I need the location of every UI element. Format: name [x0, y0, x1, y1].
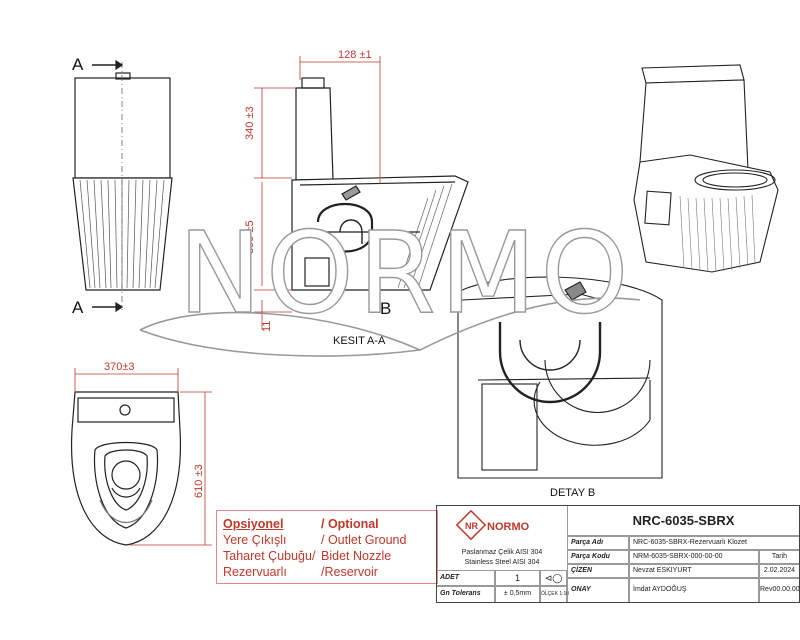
options-box: Opsiyonel / Optional Yere Çıkışlı / Outl…: [216, 510, 438, 584]
material-en: Stainless Steel AISI 304: [464, 559, 540, 566]
part-name-value: NRC-6035-SBRX-Rezervuarlı Klozet: [629, 536, 799, 550]
approved-value: İmdat AYDOĞUŞ: [629, 578, 759, 602]
detail-label: DETAY B: [550, 487, 595, 499]
tolerance-label: Gn Tolerans: [437, 586, 495, 602]
front-view: [72, 59, 173, 313]
option-row: Taharet Çubuğu/ Bidet Nozzle: [223, 549, 391, 563]
approved-label: ONAY: [567, 578, 629, 602]
material-cell: Paslanmaz Çelik AISI 304 Stainless Steel…: [437, 546, 567, 570]
projection-symbol-icon: ⊲◯: [540, 570, 567, 586]
option-tr: Yere Çıkışlı: [223, 533, 287, 547]
part-code-title: NRC-6035-SBRX: [567, 506, 799, 536]
dim-width-top: 128 ±1: [338, 49, 372, 61]
option-en: Bidet Nozzle: [321, 549, 392, 563]
logo-text: NORMO: [487, 521, 530, 533]
option-row: Yere Çıkışlı / Outlet Ground: [223, 533, 406, 547]
isometric-view: [633, 64, 779, 273]
dim-bowl-height: 399 ±5: [244, 220, 256, 254]
date-label: Tarih: [759, 550, 799, 564]
drawn-value: Nevzat ESKIYURT: [629, 564, 759, 578]
option-row: Rezervuarlı /Reservoir: [223, 565, 378, 579]
dim-plan-width: 370±3: [104, 361, 135, 373]
drawn-label: ÇİZEN: [567, 564, 629, 578]
revision-value: Rev00.00.00: [759, 578, 800, 602]
section-label: KESIT A-A: [333, 335, 386, 347]
scale-value: ÖLÇEK 1:10: [540, 586, 569, 602]
part-code-value: NRM-6035-SBRX-000-00-00: [629, 550, 759, 564]
section-mark-a-bottom: A: [72, 298, 84, 317]
detail-callout-b: B: [380, 299, 391, 318]
tolerance-value: ± 0,5mm: [495, 586, 540, 602]
dim-base-gap: 11: [261, 321, 273, 332]
logo-cell: NR NORMO: [437, 506, 567, 546]
normo-logo: NR NORMO: [455, 509, 530, 541]
material-tr: Paslanmaz Çelik AISI 304: [461, 549, 543, 556]
options-header-tr: Opsiyonel: [223, 517, 284, 531]
part-code-label: Parça Kodu: [567, 550, 629, 564]
dim-tank-height: 340 ±3: [244, 106, 256, 140]
option-tr: Taharet Çubuğu/: [223, 549, 316, 563]
option-tr: Rezervuarlı: [223, 565, 287, 579]
date-value: 2.02.2024: [759, 564, 799, 578]
plan-view: [70, 368, 212, 546]
options-header: Opsiyonel / Optional: [223, 517, 379, 531]
svg-text:NR: NR: [465, 521, 478, 531]
section-view: [254, 56, 469, 330]
title-block: NR NORMO Paslanmaz Çelik AISI 304 Stainl…: [436, 505, 800, 603]
options-header-en: / Optional: [321, 517, 379, 531]
part-name-label: Parça Adı: [567, 536, 629, 550]
qty-label: ADET: [437, 570, 495, 586]
watermark-text: NORMO: [178, 209, 633, 339]
watermark: NORMO: [139, 208, 641, 357]
detail-view: [457, 276, 663, 479]
option-en: / Outlet Ground: [321, 533, 407, 547]
qty-value: 1: [495, 570, 540, 586]
option-en: /Reservoir: [321, 565, 378, 579]
section-mark-a-top: A: [72, 55, 84, 74]
dim-plan-depth: 610 ±3: [193, 464, 205, 498]
